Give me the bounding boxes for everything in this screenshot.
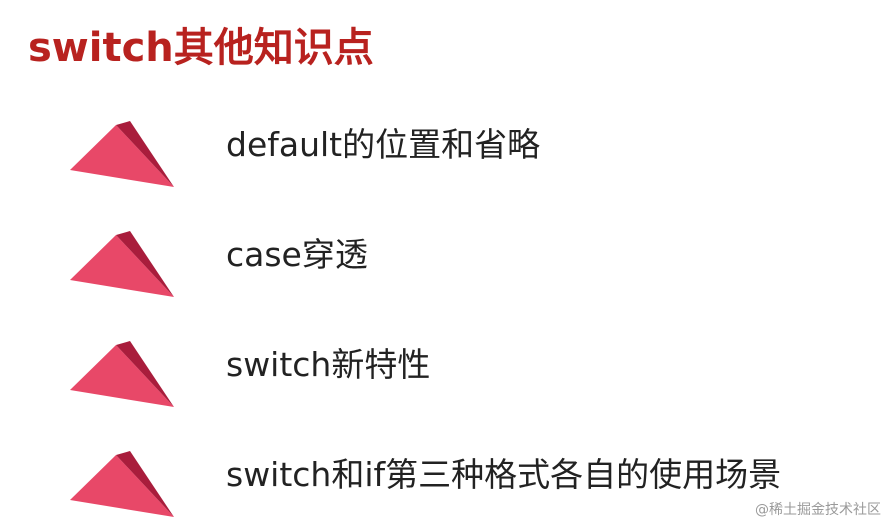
- list-item: switch新特性: [0, 327, 893, 407]
- red-pyramid-icon: [70, 451, 174, 517]
- bullet-text: switch新特性: [226, 345, 431, 384]
- bullet-text: case穿透: [226, 235, 368, 274]
- list-item: switch和if第三种格式各自的使用场景: [0, 437, 893, 517]
- slide-title: switch其他知识点: [28, 25, 374, 71]
- watermark: @稀土掘金技术社区: [755, 502, 881, 518]
- list-item: default的位置和省略: [0, 107, 893, 187]
- bullet-text: switch和if第三种格式各自的使用场景: [226, 455, 782, 494]
- list-item: case穿透: [0, 217, 893, 297]
- red-pyramid-icon: [70, 121, 174, 187]
- red-pyramid-icon: [70, 231, 174, 297]
- red-pyramid-icon: [70, 341, 174, 407]
- bullet-text: default的位置和省略: [226, 125, 541, 164]
